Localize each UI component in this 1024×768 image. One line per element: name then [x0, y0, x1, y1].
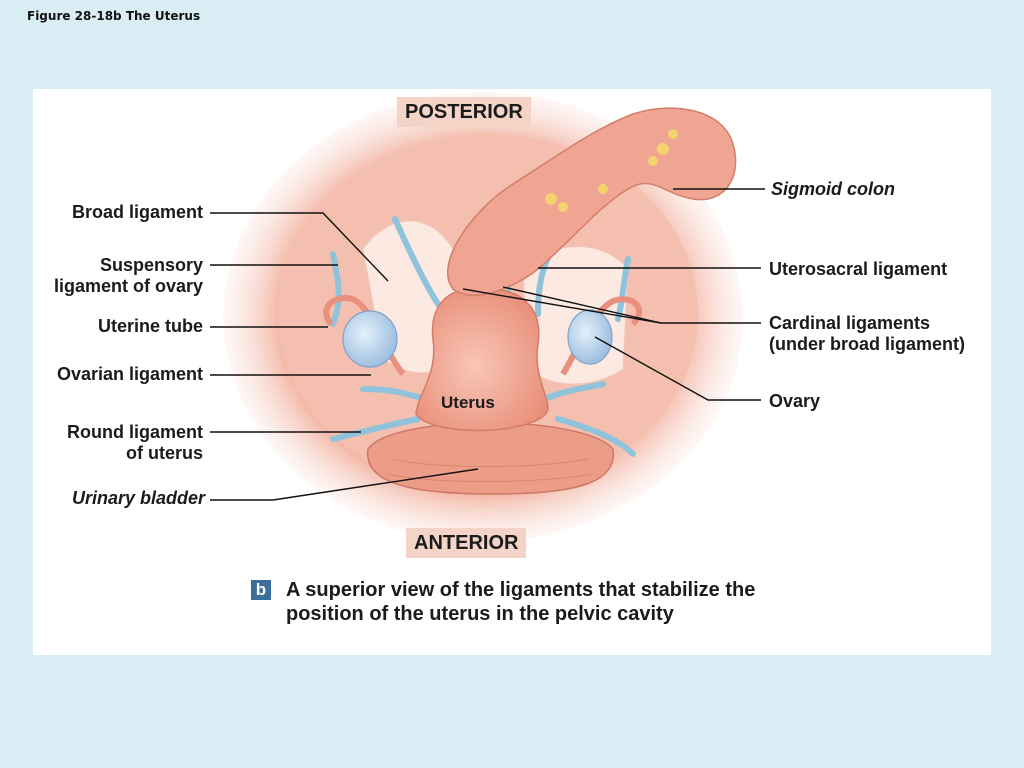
uterus-illustration: [210, 92, 765, 542]
label-round-ligament: Round ligament of uterus: [67, 422, 203, 463]
ovary-left: [342, 310, 398, 368]
urinary-bladder: [367, 422, 615, 495]
figure-part-badge: b: [251, 580, 271, 600]
label-ovary: Ovary: [769, 391, 821, 411]
label-uterine-tube: Uterine tube: [97, 316, 203, 336]
label-sigmoid-colon: Sigmoid colon: [771, 179, 895, 199]
posterior-label: POSTERIOR: [397, 97, 531, 127]
figure-caption: A superior view of the ligaments that st…: [286, 579, 756, 625]
label-suspensory-ligament: Suspensory ligament of ovary: [53, 255, 203, 296]
figure-panel: POSTERIOR ANTERIOR Broad ligament Suspen…: [33, 89, 991, 655]
leader-lines: [210, 188, 765, 501]
label-broad-ligament: Broad ligament: [71, 202, 203, 222]
label-uterus: Uterus: [441, 393, 495, 412]
label-urinary-bladder: Urinary bladder: [71, 488, 205, 508]
ovary-right: [567, 309, 613, 365]
label-cardinal-ligaments: Cardinal ligaments (under broad ligament…: [769, 313, 966, 354]
anterior-label: ANTERIOR: [406, 528, 527, 558]
label-uterosacral-ligament: Uterosacral ligament: [769, 259, 948, 279]
figure-title: Figure 28-18b The Uterus: [27, 9, 201, 23]
label-ovarian-ligament: Ovarian ligament: [56, 364, 203, 384]
